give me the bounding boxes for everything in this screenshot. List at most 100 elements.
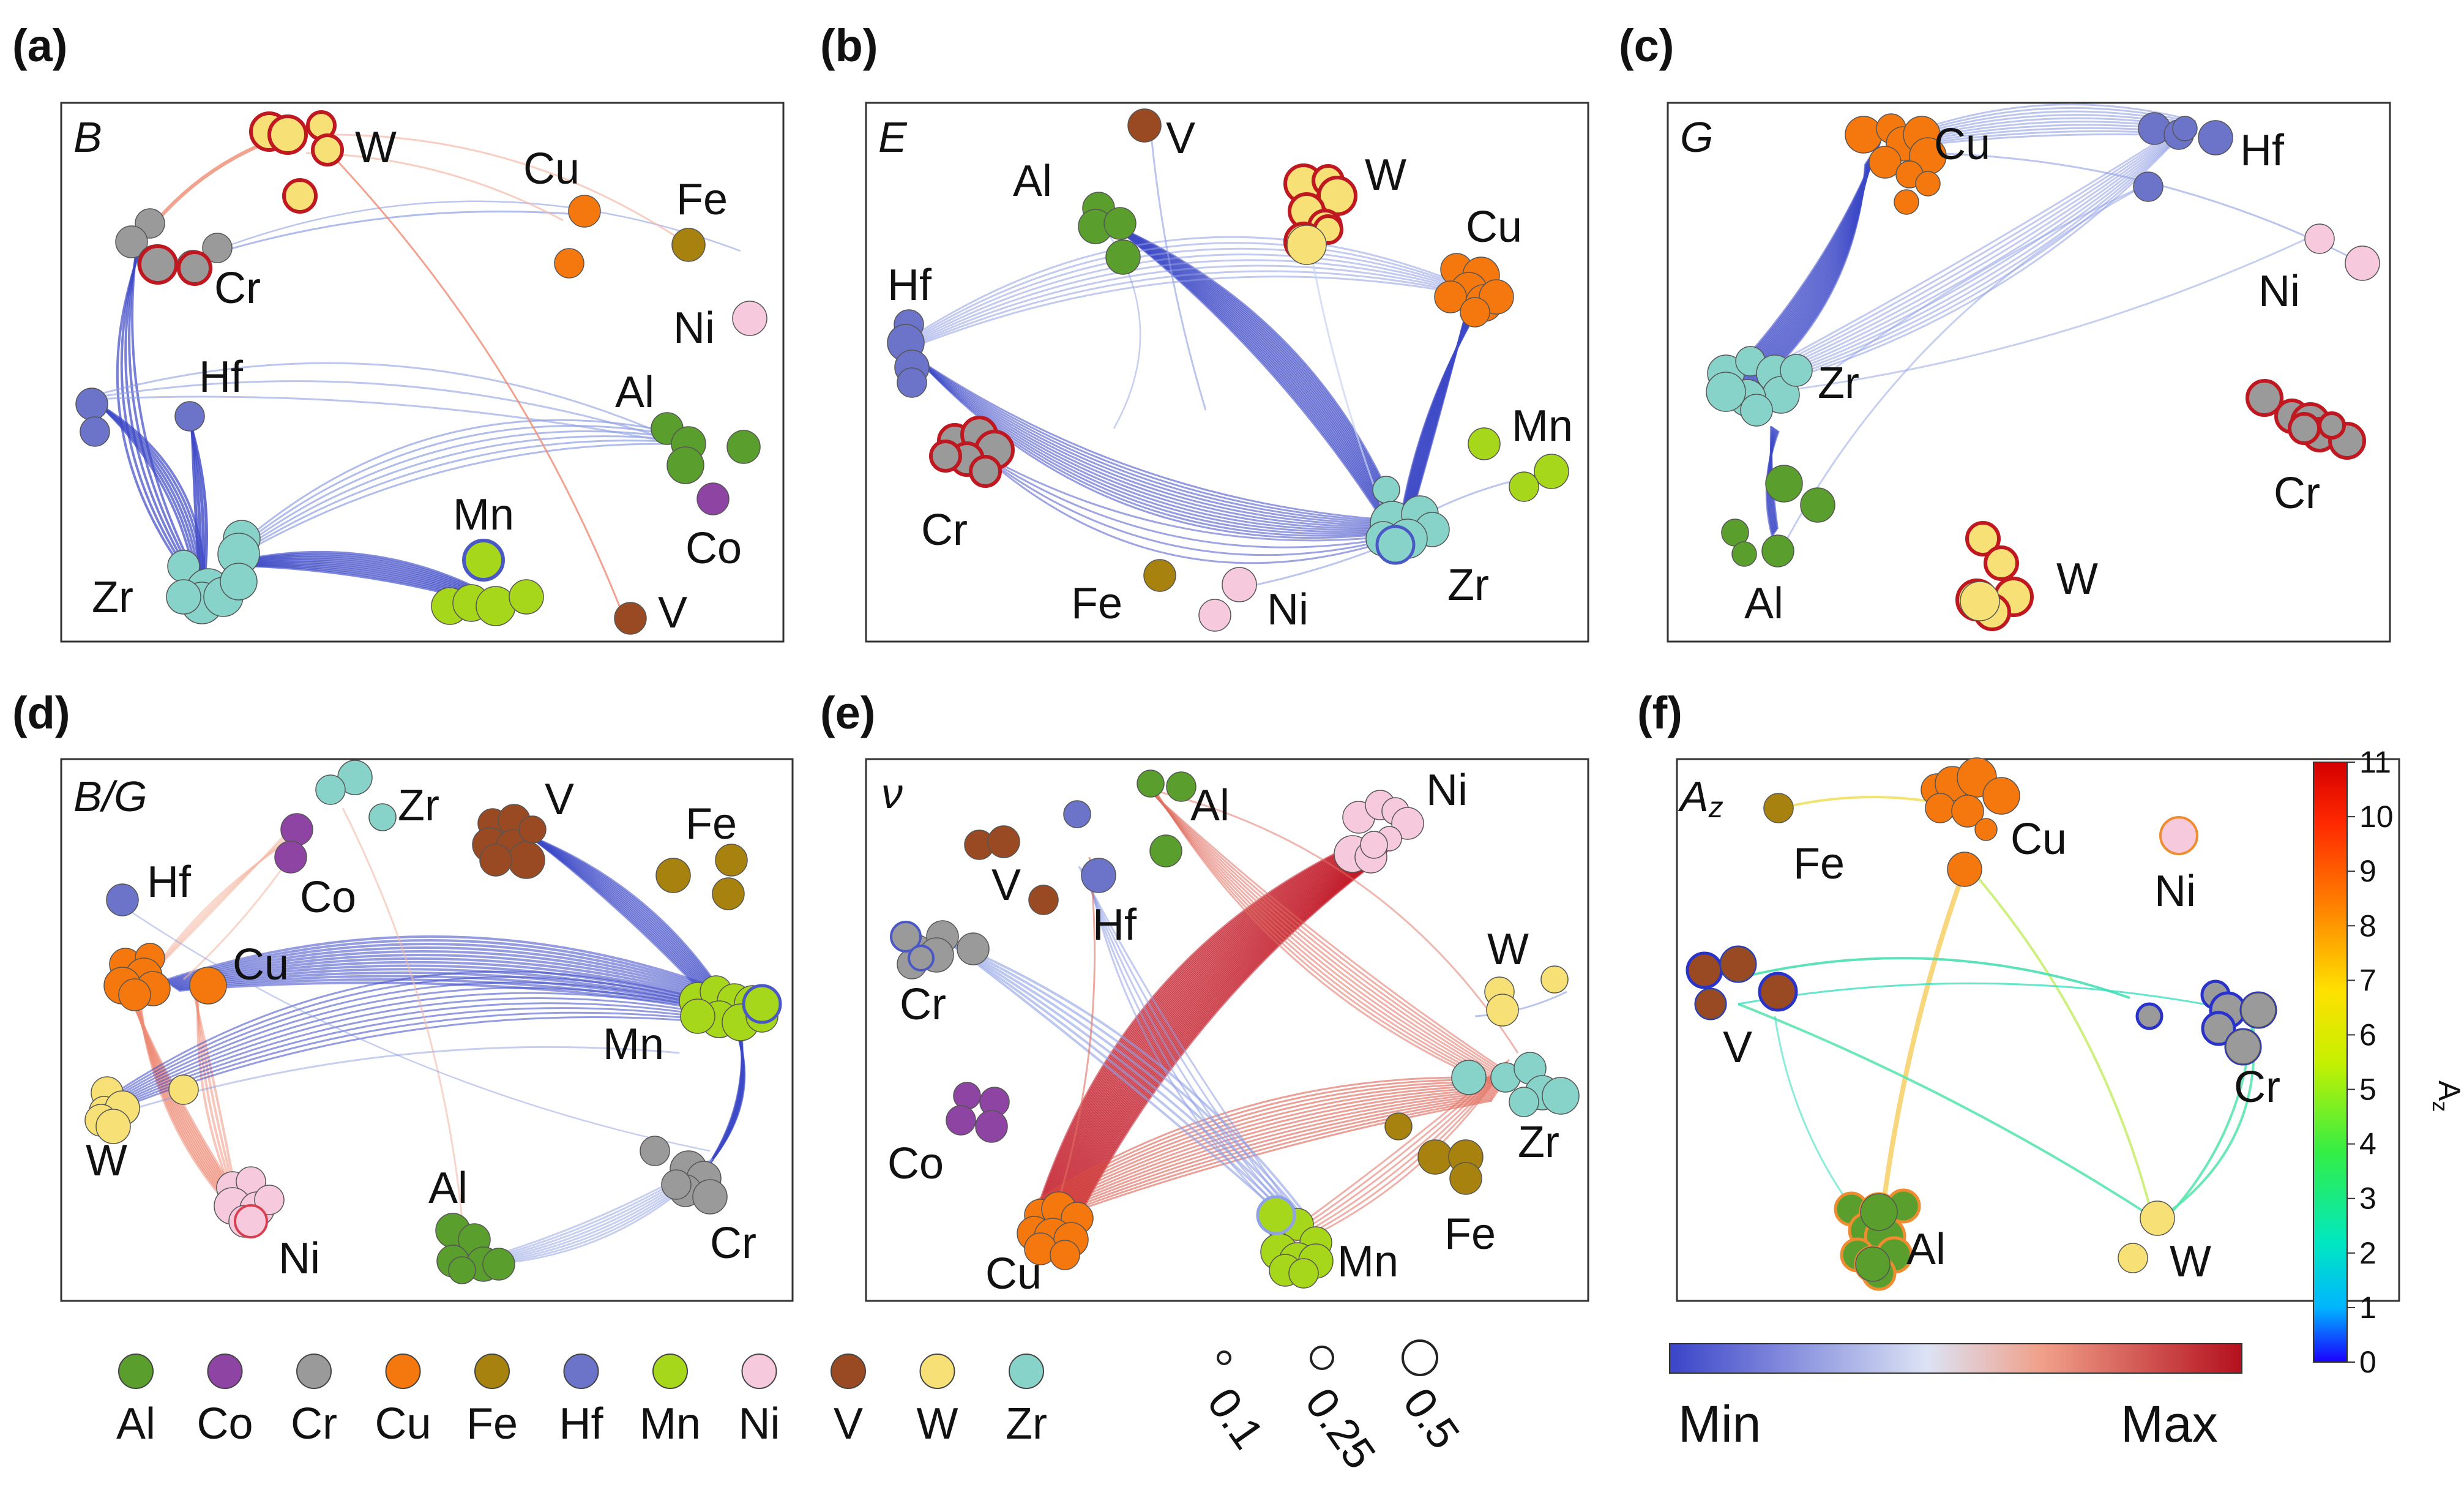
node-mn	[1509, 471, 1539, 502]
node-cr	[2288, 412, 2321, 445]
node-cu	[1460, 297, 1490, 328]
node-label-cu: Cu	[233, 940, 289, 989]
node-hf	[75, 388, 108, 421]
network-edge	[138, 1001, 230, 1207]
az-colorbar-tick-label: 5	[2359, 1073, 2376, 1107]
node-cu	[1915, 171, 1941, 197]
node-v	[1720, 946, 1756, 982]
network-edge	[913, 264, 1456, 345]
network-edge	[1763, 129, 2186, 381]
node-label-hf: Hf	[147, 858, 192, 907]
node-al	[1137, 770, 1165, 798]
network-edge	[116, 997, 728, 1104]
legend-swatch-al	[118, 1354, 154, 1389]
node-label-v: V	[545, 775, 574, 824]
network-edge	[183, 211, 576, 264]
node-cr	[908, 945, 935, 972]
network-edge	[165, 939, 739, 999]
node-label-al: Al	[428, 1164, 468, 1213]
legend-swatch-v	[831, 1354, 866, 1389]
network-edge	[1146, 786, 1503, 1074]
node-label-ni: Ni	[673, 304, 715, 353]
network-edge	[108, 970, 734, 1098]
node-cr	[661, 1169, 692, 1200]
network-edge	[909, 247, 1458, 343]
node-v	[518, 815, 547, 844]
node-ni	[1391, 807, 1424, 840]
node-cr	[890, 921, 922, 953]
node-label-cr: Cr	[214, 264, 261, 313]
node-cr	[692, 1179, 728, 1215]
network-edge	[1034, 1082, 1504, 1209]
network-edge	[1142, 784, 1505, 1071]
node-label-v: V	[658, 588, 687, 637]
network-edge	[943, 938, 1315, 1226]
node-fe	[715, 844, 748, 877]
network-edge	[977, 451, 1391, 549]
network-edge	[908, 242, 1459, 342]
node-label-cr: Cr	[710, 1219, 756, 1268]
node-hf	[1063, 800, 1091, 828]
node-w	[1286, 225, 1327, 265]
network-edge	[1969, 868, 2156, 1225]
network-edge	[1044, 1093, 1497, 1216]
network-edge	[1154, 792, 1498, 1083]
legend-label-cu: Cu	[375, 1399, 431, 1448]
legend-swatch-cr	[296, 1354, 332, 1389]
legend-label-cr: Cr	[291, 1399, 337, 1448]
node-zr	[1706, 372, 1746, 412]
network-edge	[1147, 787, 1502, 1076]
legend-label-al: Al	[116, 1399, 155, 1448]
node-label-al: Al	[1013, 157, 1052, 206]
network-edge	[1085, 870, 1297, 1227]
network-edge	[908, 353, 1403, 525]
network-edge	[1051, 1099, 1493, 1221]
node-cu	[1925, 793, 1955, 823]
node-mn	[509, 579, 544, 615]
node-label-co: Co	[300, 873, 356, 922]
node-w	[1486, 994, 1519, 1027]
node-cr	[2135, 1002, 2163, 1030]
node-ni	[1222, 567, 1257, 602]
network-edge	[131, 236, 199, 580]
node-label-fe: Fe	[1071, 579, 1122, 628]
legend-label-w: W	[917, 1399, 958, 1448]
network-edge	[122, 905, 711, 1152]
network-edge	[909, 353, 1403, 526]
node-label-zr: Zr	[1518, 1118, 1559, 1167]
node-fe	[671, 228, 706, 262]
node-label-mn: Mn	[453, 490, 514, 539]
node-cr	[2225, 1029, 2261, 1065]
node-al	[1149, 834, 1182, 867]
node-mn	[1256, 1195, 1296, 1235]
node-w	[2118, 1243, 2148, 1273]
network-edge	[1774, 231, 2320, 393]
node-ni	[2345, 245, 2380, 281]
node-cu	[1869, 146, 1902, 179]
network-edge	[1835, 182, 2149, 369]
node-al	[666, 446, 704, 484]
legend-label-hf: Hf	[559, 1399, 604, 1448]
network-edge	[1149, 788, 1501, 1077]
az-colorbar-label-main: A	[2432, 1080, 2464, 1101]
panel-title: G	[1680, 113, 1713, 161]
panel-label: (b)	[820, 20, 878, 71]
node-w	[168, 1074, 199, 1105]
node-co	[953, 1082, 981, 1110]
az-colorbar-tick-label: 11	[2359, 745, 2391, 779]
panel-title: Az	[1678, 773, 1723, 824]
az-colorbar-tick-label: 7	[2359, 963, 2376, 997]
node-ni	[2304, 223, 2335, 254]
network-edge	[236, 425, 693, 550]
az-colorbar-tick-label: 0	[2359, 1345, 2376, 1379]
network-edge	[317, 140, 625, 619]
network-edge	[912, 259, 1457, 345]
network-edge	[120, 1007, 726, 1106]
size-legend-circle	[1217, 1350, 1231, 1365]
node-al	[482, 1248, 515, 1281]
